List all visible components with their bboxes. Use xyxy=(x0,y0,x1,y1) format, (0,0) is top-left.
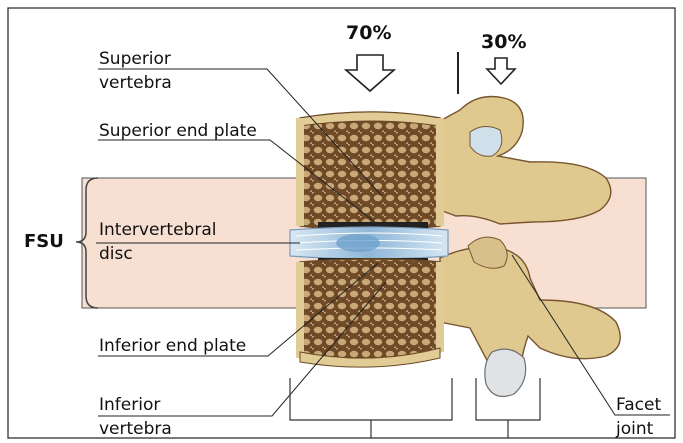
superior-vertebra-label-line1: Superior xyxy=(99,48,171,71)
facet-joint-label-line1: Facet xyxy=(616,394,661,417)
superior-vertebra-label-line2: vertebra xyxy=(99,72,172,95)
posterior-load-arrow xyxy=(487,58,515,84)
inferior-vertebra-label-line1: Inferior xyxy=(99,394,160,417)
superior-end-plate-label: Superior end plate xyxy=(99,120,257,143)
inferior-vertebra-label-line2: vertebra xyxy=(99,418,172,441)
intervertebral-disc-label-line2: disc xyxy=(99,243,133,266)
anterior-load-percent: 70% xyxy=(346,22,391,44)
superior-vertebral-body xyxy=(296,112,444,230)
posterior-load-percent: 30% xyxy=(481,31,526,53)
inferior-end-plate-label: Inferior end plate xyxy=(99,335,246,358)
anterior-load-arrow xyxy=(346,55,394,91)
facet-joint-label-line2: joint xyxy=(616,418,653,441)
intervertebral-disc-label-line1: Intervertebral xyxy=(99,219,216,242)
fsu-label: FSU xyxy=(24,231,64,252)
inferior-vertebral-body xyxy=(296,258,444,367)
intervertebral-disc-shape xyxy=(290,227,448,259)
anterior-bracket xyxy=(290,378,452,420)
